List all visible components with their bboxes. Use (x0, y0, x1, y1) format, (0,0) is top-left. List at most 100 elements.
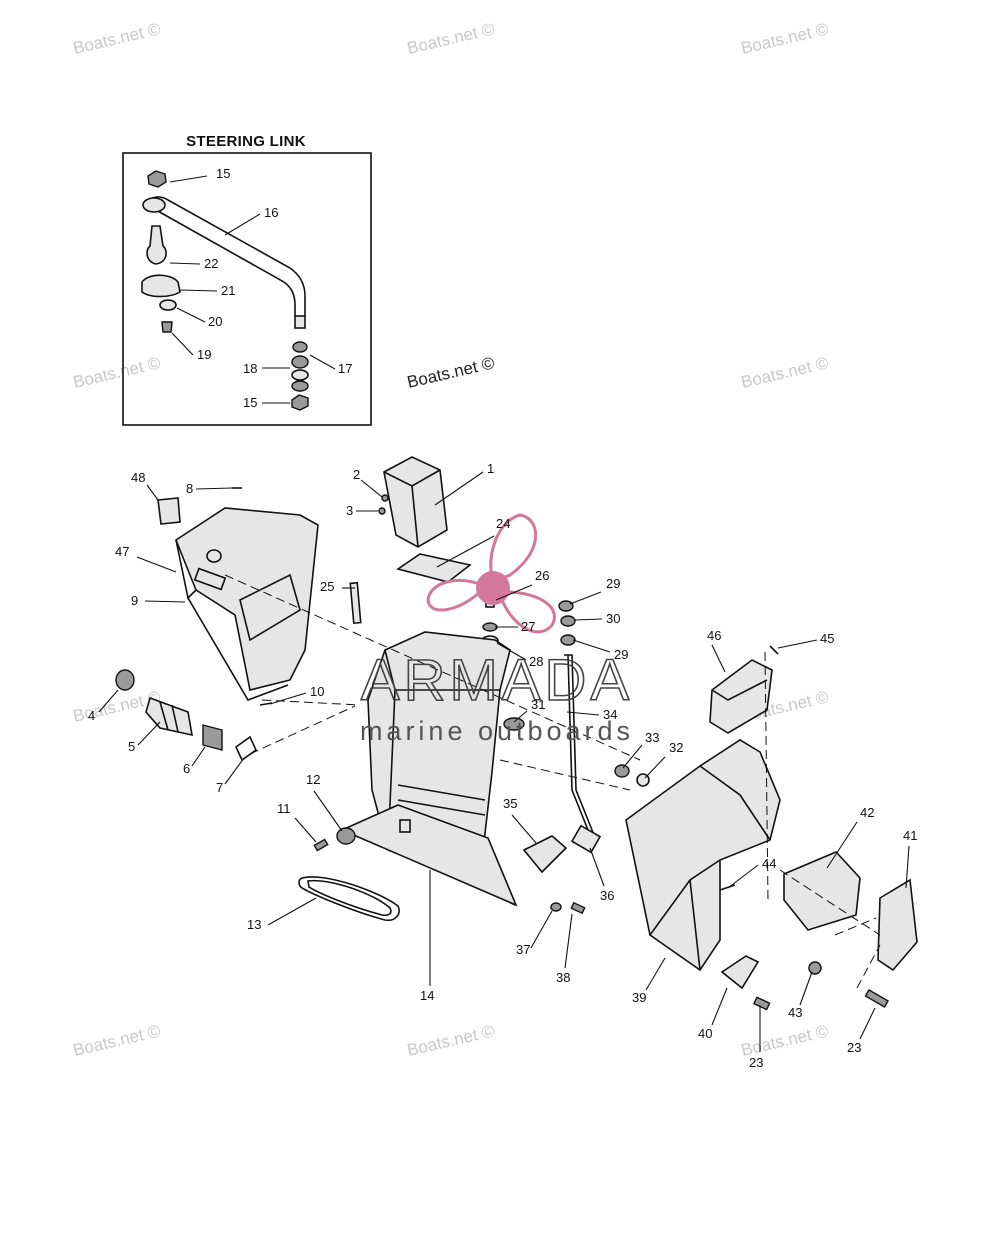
leader-line (309, 354, 336, 370)
callout-12: 12 (306, 772, 343, 832)
callout-48: 48 (131, 470, 159, 501)
leader-line (136, 556, 177, 573)
leader-line (436, 535, 495, 568)
callout-number: 10 (310, 684, 324, 699)
callout-number: 44 (762, 856, 776, 871)
leader-line (179, 289, 218, 292)
callout-23: 23 (847, 1007, 876, 1055)
leader-line (572, 639, 611, 653)
callout-36: 36 (589, 847, 614, 903)
leader-line (574, 618, 603, 621)
callout-15: 15 (169, 166, 230, 183)
callout-34: 34 (566, 707, 617, 722)
callout-number: 7 (216, 780, 223, 795)
leader-line (569, 591, 602, 605)
callout-6: 6 (183, 746, 206, 776)
callout-number: 5 (128, 739, 135, 754)
callout-18: 18 (243, 361, 290, 376)
watermark-text: Boats.net © (71, 19, 163, 58)
armada-logo: ARMADA marine outboards (360, 513, 634, 746)
callout-number: 39 (632, 990, 646, 1005)
callout-27: 27 (495, 619, 535, 634)
leader-line (434, 471, 484, 506)
callout-number: 43 (788, 1005, 802, 1020)
watermark-text: Boats.net © (739, 19, 831, 58)
callout-42: 42 (826, 805, 874, 869)
callout-number: 26 (535, 568, 549, 583)
watermark-text: Boats.net © (405, 19, 497, 58)
callout-17: 17 (309, 354, 352, 376)
leader-line (711, 644, 726, 673)
callout-4: 4 (88, 689, 119, 723)
callout-number: 36 (600, 888, 614, 903)
leader-line (267, 897, 317, 926)
callout-39: 39 (632, 957, 666, 1005)
callout-number: 22 (204, 256, 218, 271)
callout-5: 5 (128, 721, 161, 754)
leader-line (859, 1007, 876, 1040)
callout-number: 17 (338, 361, 352, 376)
leader-line (169, 175, 208, 183)
callout-25: 25 (320, 579, 355, 594)
callout-number: 15 (243, 395, 257, 410)
callout-20: 20 (176, 307, 222, 329)
callout-number: 41 (903, 828, 917, 843)
callout-11: 11 (277, 801, 317, 843)
callout-number: 4 (88, 708, 95, 723)
callout-number: 35 (503, 796, 517, 811)
callout-14: 14 (420, 870, 434, 1003)
leader-line (905, 845, 910, 889)
callout-number: 8 (186, 481, 193, 496)
leader-line (195, 487, 233, 490)
callout-19: 19 (171, 332, 211, 362)
callout-number: 12 (306, 772, 320, 787)
leader-line (644, 756, 666, 779)
leader-line (191, 746, 206, 767)
callout-number: 29 (606, 576, 620, 591)
callout-number: 42 (860, 805, 874, 820)
logo-sub-text: marine outboards (360, 716, 634, 746)
leader-line (513, 710, 528, 723)
watermark-text: Boats.net © (405, 1021, 497, 1060)
leader-line (727, 864, 759, 889)
callout-8: 8 (186, 481, 233, 496)
callout-number: 20 (208, 314, 222, 329)
driveshaft-housing-parts (115, 456, 918, 1011)
callout-number: 13 (247, 917, 261, 932)
callout-number: 34 (603, 707, 617, 722)
callout-3: 3 (346, 503, 378, 518)
callout-number: 14 (420, 988, 434, 1003)
watermark-text: Boats.net © (739, 353, 831, 392)
callout-31: 31 (513, 697, 545, 723)
callout-number: 24 (496, 516, 510, 531)
leader-line (313, 790, 343, 832)
leader-line (137, 721, 161, 746)
callout-number: 21 (221, 283, 235, 298)
callout-number: 45 (820, 631, 834, 646)
callout-7: 7 (216, 757, 245, 795)
callout-38: 38 (556, 913, 573, 985)
leader-line (171, 332, 194, 356)
leader-line (799, 971, 813, 1006)
leader-line (146, 484, 159, 501)
leader-line (826, 821, 858, 869)
callout-32: 32 (644, 740, 683, 779)
callout-35: 35 (503, 796, 537, 844)
callout-1: 1 (434, 461, 494, 506)
callout-43: 43 (788, 971, 813, 1020)
watermark-text: Boats.net © (71, 353, 163, 392)
leader-line (495, 584, 533, 601)
leader-line (98, 689, 119, 713)
leader-line (269, 692, 307, 705)
leader-line (496, 642, 527, 661)
callout-number: 27 (521, 619, 535, 634)
callout-number: 9 (131, 593, 138, 608)
callout-number: 19 (197, 347, 211, 362)
callout-9: 9 (131, 593, 186, 608)
callout-28: 28 (496, 642, 543, 669)
leader-line (530, 910, 553, 949)
callout-44: 44 (727, 856, 776, 889)
callout-47: 47 (115, 544, 177, 573)
callout-23: 23 (749, 1005, 763, 1070)
